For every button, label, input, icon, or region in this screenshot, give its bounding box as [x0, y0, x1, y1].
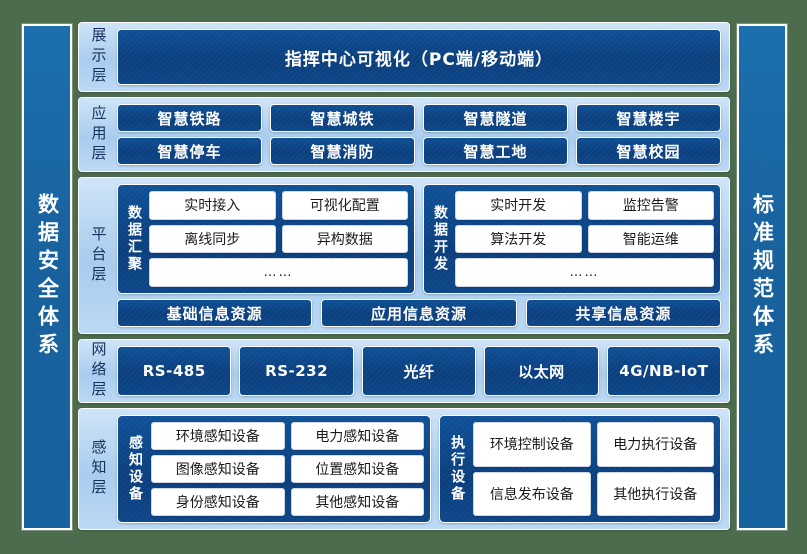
platform-item: 实时开发: [455, 191, 582, 220]
group-sensing-devices-grid: 环境感知设备 电力感知设备 图像感知设备 位置感知设备 身份感知设备 其他感知设…: [151, 422, 425, 516]
platform-item: 智能运维: [587, 224, 714, 254]
group-data-development: 数据开发 实时开发 监控告警 算法开发 智能运维 ……: [423, 184, 721, 294]
layer-application: 应用层 智慧铁路 智慧城铁 智慧隧道 智慧楼宇 智慧停车 智慧消防 智慧工地 智…: [78, 97, 730, 172]
application-row: 智慧停车 智慧消防 智慧工地 智慧校园: [117, 137, 721, 165]
sensing-item: 身份感知设备: [151, 488, 285, 516]
grid-row: 环境感知设备 电力感知设备: [151, 422, 425, 450]
group-data-aggregation: 数据汇聚 实时接入 可视化配置 离线同步 异构数据 ……: [117, 184, 415, 294]
platform-item: 离线同步: [149, 224, 276, 254]
resource-box: 基础信息资源: [117, 299, 313, 327]
layer-platform: 平台层 数据汇聚 实时接入 可视化配置 离线同步 异: [78, 177, 730, 334]
resource-box: 应用信息资源: [321, 299, 517, 327]
platform-item: 可视化配置: [281, 191, 408, 220]
platform-item: 实时接入: [149, 191, 276, 220]
network-row: RS-485 RS-232 光纤 以太网 4G/NB-IoT: [117, 346, 722, 396]
platform-item: 异构数据: [281, 224, 408, 254]
grid-row: ……: [149, 258, 408, 288]
app-box: 智慧校园: [576, 137, 721, 165]
layer-sensing-label: 感知层: [89, 439, 108, 499]
layer-platform-body: 数据汇聚 实时接入 可视化配置 离线同步 异构数据 ……: [117, 184, 721, 327]
sensing-item: 图像感知设备: [151, 455, 285, 483]
grid-row: 算法开发 智能运维: [455, 224, 714, 254]
group-execution-devices: 执行设备 环境控制设备 电力执行设备 信息发布设备 其他执行设备: [439, 415, 721, 523]
network-item: RS-485: [117, 346, 232, 396]
layer-network: 网络层 RS-485 RS-232 光纤 以太网 4G/NB-IoT: [78, 339, 730, 403]
group-data-aggregation-grid: 实时接入 可视化配置 离线同步 异构数据 ……: [149, 191, 408, 288]
execution-item: 信息发布设备: [473, 471, 591, 516]
sensing-item: 位置感知设备: [290, 455, 425, 483]
grid-row: 实时接入 可视化配置: [149, 191, 408, 220]
sensing-item: 其他感知设备: [290, 488, 425, 516]
grid-row: 身份感知设备 其他感知设备: [151, 488, 425, 516]
app-box: 智慧楼宇: [576, 104, 721, 132]
group-sensing-devices-label: 感知设备: [127, 435, 143, 503]
network-item: 光纤: [361, 346, 477, 396]
network-item: 以太网: [484, 346, 599, 396]
grid-row: 环境控制设备 电力执行设备: [473, 422, 715, 467]
grid-row: 图像感知设备 位置感知设备: [151, 455, 425, 483]
app-box: 智慧工地: [423, 137, 568, 165]
execution-item: 环境控制设备: [473, 422, 591, 467]
app-box: 智慧停车: [117, 137, 262, 165]
layer-sensing: 感知层 感知设备 环境感知设备 电力感知设备 图像感知设备: [78, 408, 730, 530]
execution-item: 其他执行设备: [596, 471, 715, 516]
network-item: 4G/NB-IoT: [606, 346, 722, 396]
grid-row: 离线同步 异构数据: [149, 224, 408, 254]
sensing-groups: 感知设备 环境感知设备 电力感知设备 图像感知设备 位置感知设备: [117, 415, 721, 523]
pillar-left-label: 数据安全体系: [35, 193, 60, 361]
pillar-standards: 标准规范体系: [737, 24, 787, 530]
group-data-development-label: 数据开发: [432, 205, 448, 273]
platform-resources: 基础信息资源 应用信息资源 共享信息资源: [117, 299, 721, 327]
grid-row: 实时开发 监控告警: [455, 191, 714, 220]
group-execution-devices-label: 执行设备: [449, 435, 466, 503]
app-box: 智慧隧道: [423, 104, 568, 132]
layer-display-body: 指挥中心可视化（PC端/移动端）: [117, 29, 721, 85]
sensing-item: 环境感知设备: [151, 422, 285, 450]
platform-item-more: ……: [455, 258, 714, 288]
app-box: 智慧铁路: [117, 104, 262, 132]
group-execution-devices-grid: 环境控制设备 电力执行设备 信息发布设备 其他执行设备: [473, 422, 715, 516]
layer-platform-label: 平台层: [89, 225, 108, 286]
layer-application-body: 智慧铁路 智慧城铁 智慧隧道 智慧楼宇 智慧停车 智慧消防 智慧工地 智慧校园: [117, 104, 721, 165]
network-item: RS-232: [239, 346, 354, 396]
display-command-center-box: 指挥中心可视化（PC端/移动端）: [117, 29, 721, 85]
sensing-item: 电力感知设备: [290, 422, 425, 450]
group-data-aggregation-label: 数据汇聚: [126, 205, 142, 273]
execution-item: 电力执行设备: [596, 422, 715, 467]
layer-sensing-body: 感知设备 环境感知设备 电力感知设备 图像感知设备 位置感知设备: [117, 415, 721, 523]
app-box: 智慧城铁: [270, 104, 415, 132]
pillar-data-security: 数据安全体系: [22, 24, 72, 530]
layer-network-body: RS-485 RS-232 光纤 以太网 4G/NB-IoT: [117, 346, 722, 396]
layer-network-label: 网络层: [89, 341, 108, 401]
layer-application-label: 应用层: [89, 104, 108, 165]
group-sensing-devices: 感知设备 环境感知设备 电力感知设备 图像感知设备 位置感知设备: [117, 415, 432, 523]
layer-display: 展示层 指挥中心可视化（PC端/移动端）: [78, 22, 730, 92]
layer-stack: 展示层 指挥中心可视化（PC端/移动端） 应用层 智慧铁路 智慧城铁 智慧隧道 …: [78, 22, 730, 532]
platform-item: 算法开发: [455, 224, 582, 254]
platform-item-more: ……: [149, 258, 408, 288]
application-row: 智慧铁路 智慧城铁 智慧隧道 智慧楼宇: [117, 104, 721, 132]
platform-item: 监控告警: [587, 191, 714, 220]
resource-box: 共享信息资源: [525, 299, 721, 327]
layer-display-label: 展示层: [89, 27, 108, 87]
grid-row: 信息发布设备 其他执行设备: [473, 471, 715, 516]
pillar-right-label: 标准规范体系: [750, 193, 775, 361]
grid-row: ……: [455, 258, 714, 288]
platform-groups: 数据汇聚 实时接入 可视化配置 离线同步 异构数据 ……: [117, 184, 721, 294]
app-box: 智慧消防: [270, 137, 415, 165]
group-data-development-grid: 实时开发 监控告警 算法开发 智能运维 ……: [455, 191, 714, 288]
